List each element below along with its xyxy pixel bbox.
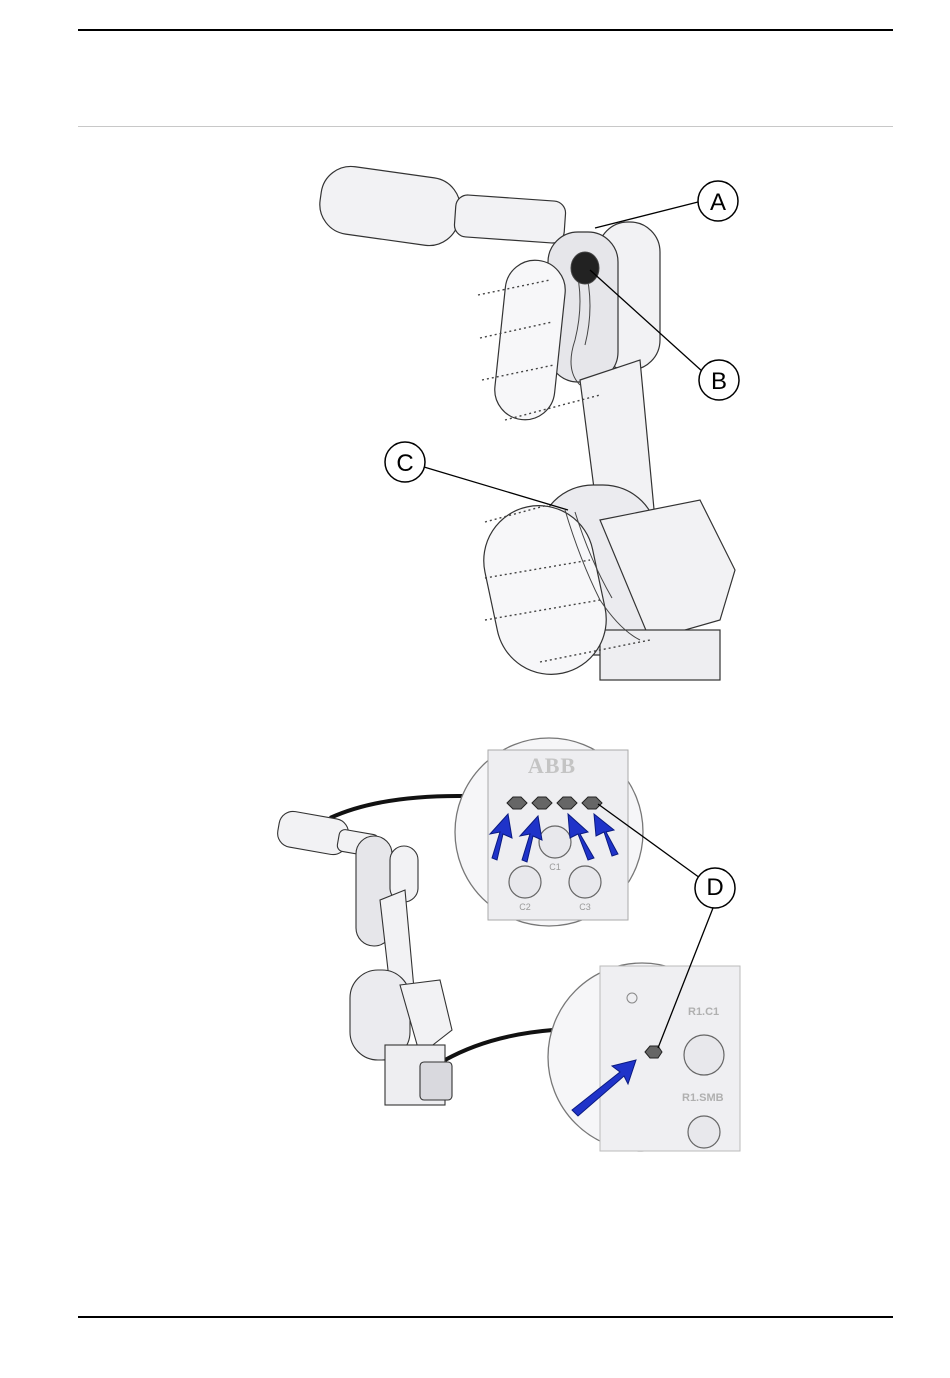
detail-circle-bottom — [548, 963, 740, 1151]
abb-logo-text: ABB — [522, 753, 582, 779]
bottom-rule — [78, 1316, 893, 1318]
port-label-c1: C1 — [543, 862, 567, 872]
connector-label-r1smb: R1.SMB — [682, 1092, 724, 1104]
robot-small — [275, 809, 452, 1105]
port-label-c2: C2 — [513, 902, 537, 912]
connector-label-r1c1: R1.C1 — [688, 1006, 719, 1018]
port-label-c3: C3 — [573, 902, 597, 912]
callout-d-label: D — [703, 874, 727, 902]
